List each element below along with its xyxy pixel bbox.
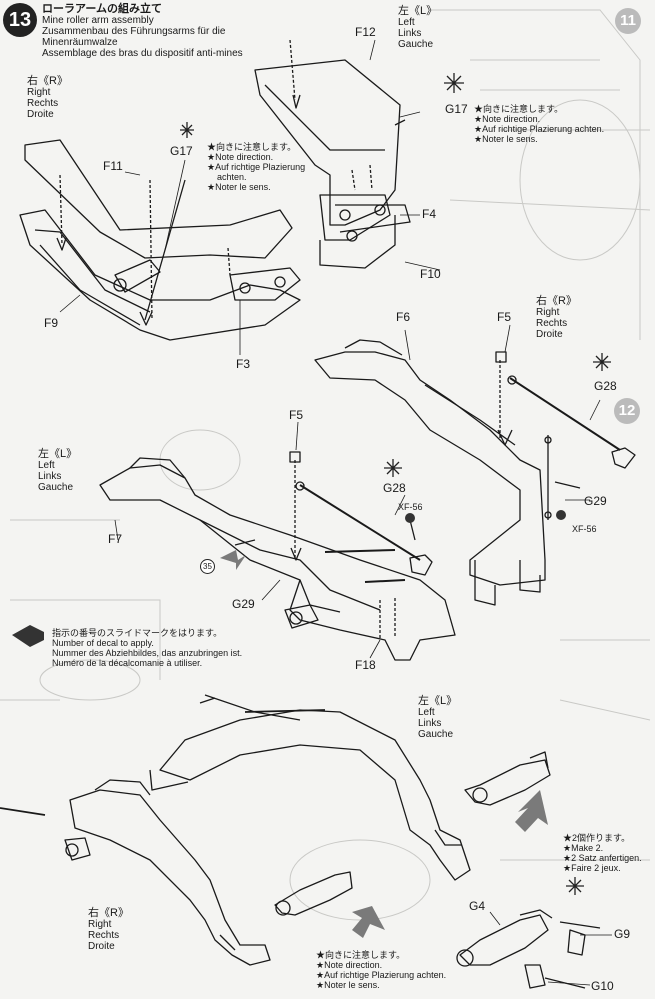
note-direction: ★向きに注意します。 ★Note direction. ★Auf richtig… bbox=[474, 104, 605, 144]
side-label-left: 左《L》 Left Links Gauche bbox=[418, 695, 458, 741]
part-label-f12: F12 bbox=[355, 25, 376, 39]
side-label-left: 左《L》 Left Links Gauche bbox=[38, 448, 78, 494]
part-label-f3: F3 bbox=[236, 357, 251, 371]
part-label-g17: G17 bbox=[170, 144, 193, 158]
part-label-f6: F6 bbox=[396, 310, 411, 324]
title-jp: ローラアームの組み立て bbox=[42, 3, 163, 15]
part-label-g28: G28 bbox=[594, 379, 617, 393]
part-label-g29: G29 bbox=[584, 494, 607, 508]
part-label-g17: G17 bbox=[445, 102, 468, 116]
part-label-g10: G10 bbox=[591, 979, 614, 993]
background-step-number: 11 bbox=[615, 8, 641, 34]
part-label-f10: F10 bbox=[420, 267, 441, 281]
step-number-badge: 13 bbox=[3, 3, 37, 37]
side-label-right: 右《R》 Right Rechts Droite bbox=[27, 75, 68, 121]
part-label-g4: G4 bbox=[469, 899, 486, 913]
part-label-f5: F5 bbox=[497, 310, 512, 324]
title-de-line1: Zusammenbau des Führungsarms für die bbox=[42, 26, 226, 37]
step-title-block: ローラアームの組み立て Mine roller arm assembly Zus… bbox=[42, 3, 243, 60]
part-label-f4: F4 bbox=[422, 207, 437, 221]
part-label-f18: F18 bbox=[355, 658, 376, 672]
part-label-g29: G29 bbox=[232, 597, 255, 611]
decal-number-marker: 35 bbox=[200, 559, 215, 574]
part-label-f9: F9 bbox=[44, 316, 59, 330]
part-label-f11: F11 bbox=[103, 159, 123, 173]
title-de-line2: Minenräumwalze bbox=[42, 37, 118, 48]
paint-code: XF-56 bbox=[398, 502, 423, 512]
side-label-left: 左《L》 Left Links Gauche bbox=[398, 5, 438, 51]
title-fr: Assemblage des bras du dispositif anti-m… bbox=[42, 48, 243, 59]
part-label-f5: F5 bbox=[289, 408, 304, 422]
side-label-right: 右《R》 Right Rechts Droite bbox=[88, 907, 129, 953]
note-direction: ★向きに注意します。 ★Note direction. ★Auf richtig… bbox=[207, 142, 306, 192]
part-label-g9: G9 bbox=[614, 927, 631, 941]
part-label-f7: F7 bbox=[108, 532, 123, 546]
title-en: Mine roller arm assembly bbox=[42, 15, 154, 26]
note-decal: 指示の番号のスライドマークをはります。 Number of decal to a… bbox=[52, 628, 243, 668]
paint-code: XF-56 bbox=[572, 524, 597, 534]
side-label-right: 右《R》 Right Rechts Droite bbox=[536, 295, 577, 341]
note-direction: ★向きに注意します。 ★Note direction. ★Auf richtig… bbox=[316, 950, 447, 990]
note-make-two: ★2個作ります。 ★Make 2. ★2 Satz anfertigen. ★F… bbox=[563, 833, 642, 873]
part-label-g28: G28 bbox=[383, 481, 406, 495]
background-step-number: 12 bbox=[614, 398, 640, 424]
